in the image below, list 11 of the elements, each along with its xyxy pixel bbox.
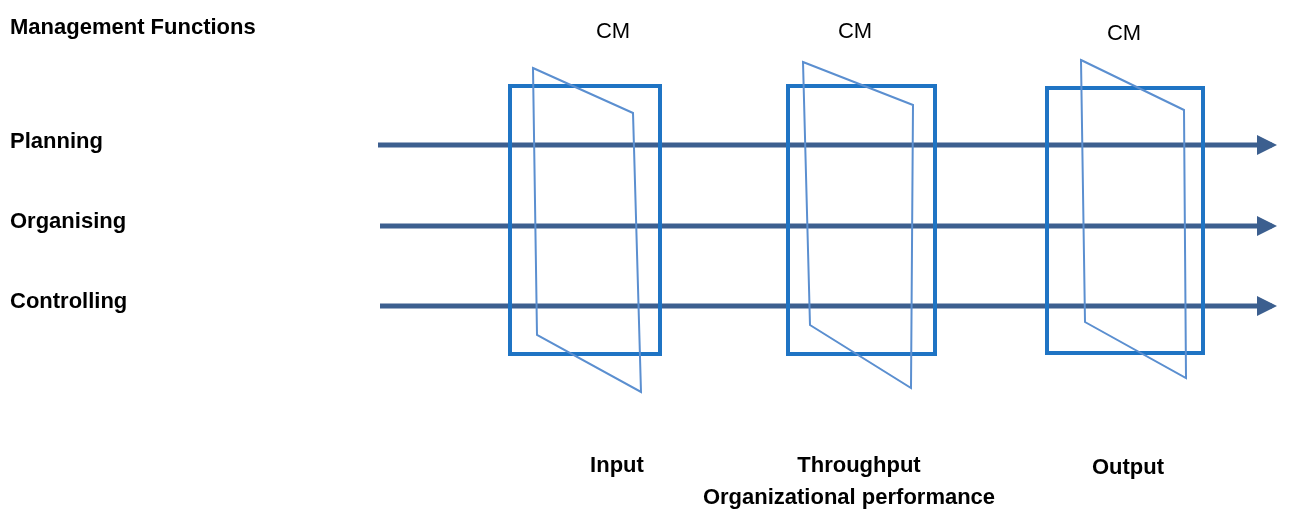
box-heading: CM (837, 18, 873, 44)
function-label: Controlling (10, 288, 128, 314)
caption-label: Organizational performance (702, 484, 996, 510)
column-heading: Management Functions (10, 14, 256, 40)
function-label: Organising (10, 208, 127, 234)
stage-label: Output (1091, 454, 1165, 480)
box-heading: CM (595, 18, 631, 44)
function-label: Planning (10, 128, 103, 154)
stage-label: Throughput (797, 452, 921, 478)
box-heading: CM (1106, 20, 1142, 46)
stage-label: Input (590, 452, 644, 478)
